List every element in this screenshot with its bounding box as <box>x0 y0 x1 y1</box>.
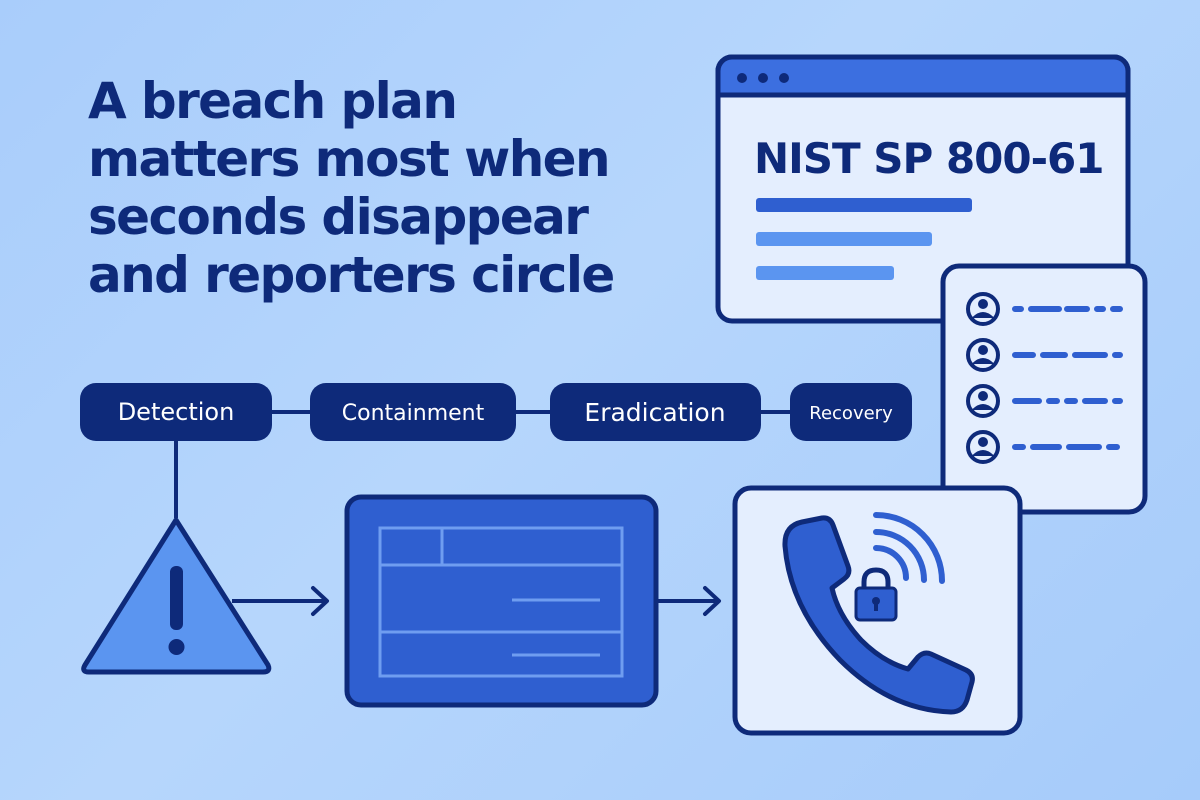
contact-row <box>966 292 1123 326</box>
arrow-right-icon <box>232 586 329 616</box>
document-text-line <box>756 198 972 212</box>
phase-label: Recovery <box>809 403 893 424</box>
contact-list-frame <box>940 263 1148 515</box>
window-dot-icon <box>758 73 768 83</box>
phase-label: Containment <box>342 401 485 426</box>
phone-icon <box>782 515 975 715</box>
headline: A breach plan matters most when seconds … <box>88 72 728 304</box>
phase-pill <box>550 383 761 441</box>
phase-pill <box>80 383 272 441</box>
phase-label: Detection <box>118 398 235 426</box>
person-icon <box>966 338 1000 372</box>
document-window: NIST SP 800-61 <box>715 54 1131 324</box>
phase-connectors <box>174 410 792 518</box>
dashboard-screen-icon <box>344 494 659 708</box>
headline-line-4: and reporters circle <box>88 246 615 304</box>
phase-pill <box>310 383 516 441</box>
phase-containment: Containment <box>310 383 516 441</box>
phase-detection: Detection <box>80 383 272 441</box>
headline-line-3: seconds disappear <box>88 188 589 246</box>
document-title: NIST SP 800-61 <box>754 134 1104 183</box>
contact-list-icon <box>940 263 1148 515</box>
signal-waves-icon <box>873 512 945 584</box>
contact-row <box>966 430 1123 464</box>
warning-triangle-icon <box>81 517 272 675</box>
padlock-icon <box>854 567 898 622</box>
person-icon <box>966 292 1000 326</box>
phase-pill <box>790 383 912 441</box>
window-dot-icon <box>737 73 747 83</box>
phase-label: Eradication <box>584 398 725 427</box>
secure-call-panel <box>732 485 1023 736</box>
phase-recovery: Recovery <box>790 383 912 441</box>
phase-eradication: Eradication <box>550 383 761 441</box>
headline-line-1: A breach plan <box>88 72 458 130</box>
window-dot-icon <box>779 73 789 83</box>
person-icon <box>966 430 1000 464</box>
headline-line-2: matters most when <box>88 130 611 188</box>
contact-row <box>966 338 1123 372</box>
document-text-line <box>756 232 932 246</box>
document-window-titlebar-outline <box>715 54 1131 98</box>
document-text-line <box>756 266 894 280</box>
contact-row <box>966 384 1123 418</box>
person-icon <box>966 384 1000 418</box>
arrow-right-icon <box>656 586 721 616</box>
